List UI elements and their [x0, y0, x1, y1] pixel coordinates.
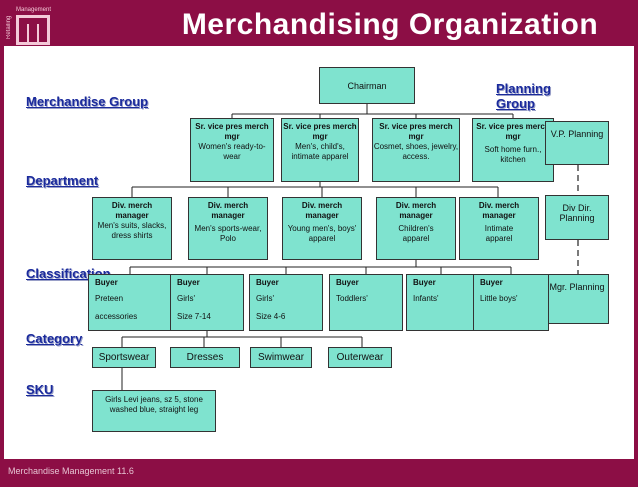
- sr-vp-box: Sr. vice pres merch mgr Soft home furn.,…: [472, 118, 554, 182]
- sr-vp-title: Sr. vice pres merch mgr: [195, 122, 269, 141]
- div-merch-manager-box: Div. merch manager Young men's, boys' ap…: [282, 197, 362, 260]
- buyer-box: Buyer Infants': [406, 274, 476, 331]
- mgr-planning-box: Mgr. Planning: [545, 274, 609, 324]
- category-label: Swimwear: [257, 352, 305, 363]
- buyer-line1: Preteen: [95, 294, 124, 303]
- category-box: Swimwear: [250, 347, 312, 368]
- category-label: Dresses: [186, 352, 224, 363]
- sr-vp-title: Sr. vice pres merch mgr: [379, 122, 453, 141]
- sku-box: Girls Levi jeans, sz 5, stone washed blu…: [92, 390, 216, 432]
- div-merch-title: Div. merch manager: [478, 201, 520, 220]
- sr-vp-desc: Soft home furn., kitchen: [484, 145, 542, 164]
- div-dir-planning-label: Div Dir. Planning: [559, 203, 595, 223]
- category-label: Sportswear: [98, 352, 150, 363]
- sr-vp-desc: Men's, child's, intimate apparel: [291, 142, 349, 161]
- buyer-box: Buyer Girls' Size 7-14: [170, 274, 244, 331]
- level-label-planning-group: Planning Group: [496, 81, 551, 111]
- div-dir-planning-box: Div Dir. Planning: [545, 195, 609, 240]
- buyer-title: Buyer: [336, 278, 359, 287]
- buyer-line2: Size 4-6: [256, 312, 286, 321]
- sr-vp-box: Sr. vice pres merch mgr Cosmet, shoes, j…: [372, 118, 460, 182]
- buyer-line2: accessories: [95, 312, 138, 321]
- level-label-merchandise-group: Merchandise Group: [26, 94, 149, 109]
- div-merch-manager-box: Div. merch manager Men's sports-wear, Po…: [188, 197, 268, 260]
- buyer-title: Buyer: [480, 278, 503, 287]
- vp-planning-box: V.P. Planning: [545, 121, 609, 165]
- category-label: Outerwear: [336, 352, 384, 363]
- div-merch-manager-box: Div. merch manager Children's apparel: [376, 197, 456, 260]
- chairman-label: Chairman: [347, 81, 387, 91]
- buyer-box: Buyer Girls' Size 4-6: [249, 274, 323, 331]
- level-label-sku: SKU: [26, 382, 54, 397]
- div-merch-manager-box: Div. merch manager Intimate apparel: [459, 197, 539, 260]
- buyer-line1: Toddlers': [336, 294, 368, 303]
- sr-vp-box: Sr. vice pres merch mgr Women's ready-to…: [190, 118, 274, 182]
- div-merch-desc: Intimate apparel: [484, 224, 514, 243]
- sr-vp-desc: Women's ready-to-wear: [198, 142, 266, 161]
- sku-label: Girls Levi jeans, sz 5, stone washed blu…: [105, 395, 203, 414]
- buyer-box: Buyer Little boys': [473, 274, 549, 331]
- buyer-title: Buyer: [413, 278, 436, 287]
- div-merch-title: Div. merch manager: [207, 201, 249, 220]
- vp-planning-label: V.P. Planning: [550, 129, 604, 139]
- sr-vp-box: Sr. vice pres merch mgr Men's, child's, …: [281, 118, 359, 182]
- div-merch-title: Div. merch manager: [111, 201, 153, 220]
- div-merch-manager-box: Div. merch manager Men's suits, slacks, …: [92, 197, 172, 260]
- level-label-department: Department: [26, 173, 99, 188]
- sr-vp-title: Sr. vice pres merch mgr: [476, 122, 550, 141]
- buyer-title: Buyer: [177, 278, 200, 287]
- div-merch-desc: Young men's, boys' apparel: [287, 224, 357, 243]
- buyer-box: Buyer Preteen accessories: [88, 274, 172, 331]
- logo-mark-icon: [16, 15, 50, 45]
- buyer-line1: Little boys': [480, 294, 518, 303]
- div-merch-desc: Children's apparel: [398, 224, 434, 243]
- buyer-title: Buyer: [256, 278, 279, 287]
- buyer-title: Buyer: [95, 278, 118, 287]
- div-merch-title: Div. merch manager: [301, 201, 343, 220]
- level-label-category: Category: [26, 331, 83, 346]
- div-merch-desc: Men's sports-wear, Polo: [194, 224, 262, 243]
- chairman-box: Chairman: [319, 67, 415, 104]
- mgr-planning-label: Mgr. Planning: [549, 282, 605, 292]
- div-merch-title: Div. merch manager: [395, 201, 437, 220]
- buyer-line1: Girls': [256, 294, 274, 303]
- sr-vp-desc: Cosmet, shoes, jewelry, access.: [373, 142, 459, 161]
- category-box: Outerwear: [328, 347, 392, 368]
- slide-footer: Merchandise Management 11.6: [8, 466, 134, 476]
- buyer-line2: Size 7-14: [177, 312, 211, 321]
- slide-title: Merchandising Organization: [181, 8, 599, 41]
- category-box: Sportswear: [92, 347, 156, 368]
- category-box: Dresses: [170, 347, 240, 368]
- buyer-line1: Girls': [177, 294, 195, 303]
- logo-top-text: Management: [16, 7, 52, 13]
- sr-vp-title: Sr. vice pres merch mgr: [283, 122, 357, 141]
- buyer-line1: Infants': [413, 294, 439, 303]
- retailing-management-logo: Retailing Management: [6, 6, 52, 46]
- div-merch-desc: Men's suits, slacks, dress shirts: [97, 221, 167, 240]
- buyer-box: Buyer Toddlers': [329, 274, 403, 331]
